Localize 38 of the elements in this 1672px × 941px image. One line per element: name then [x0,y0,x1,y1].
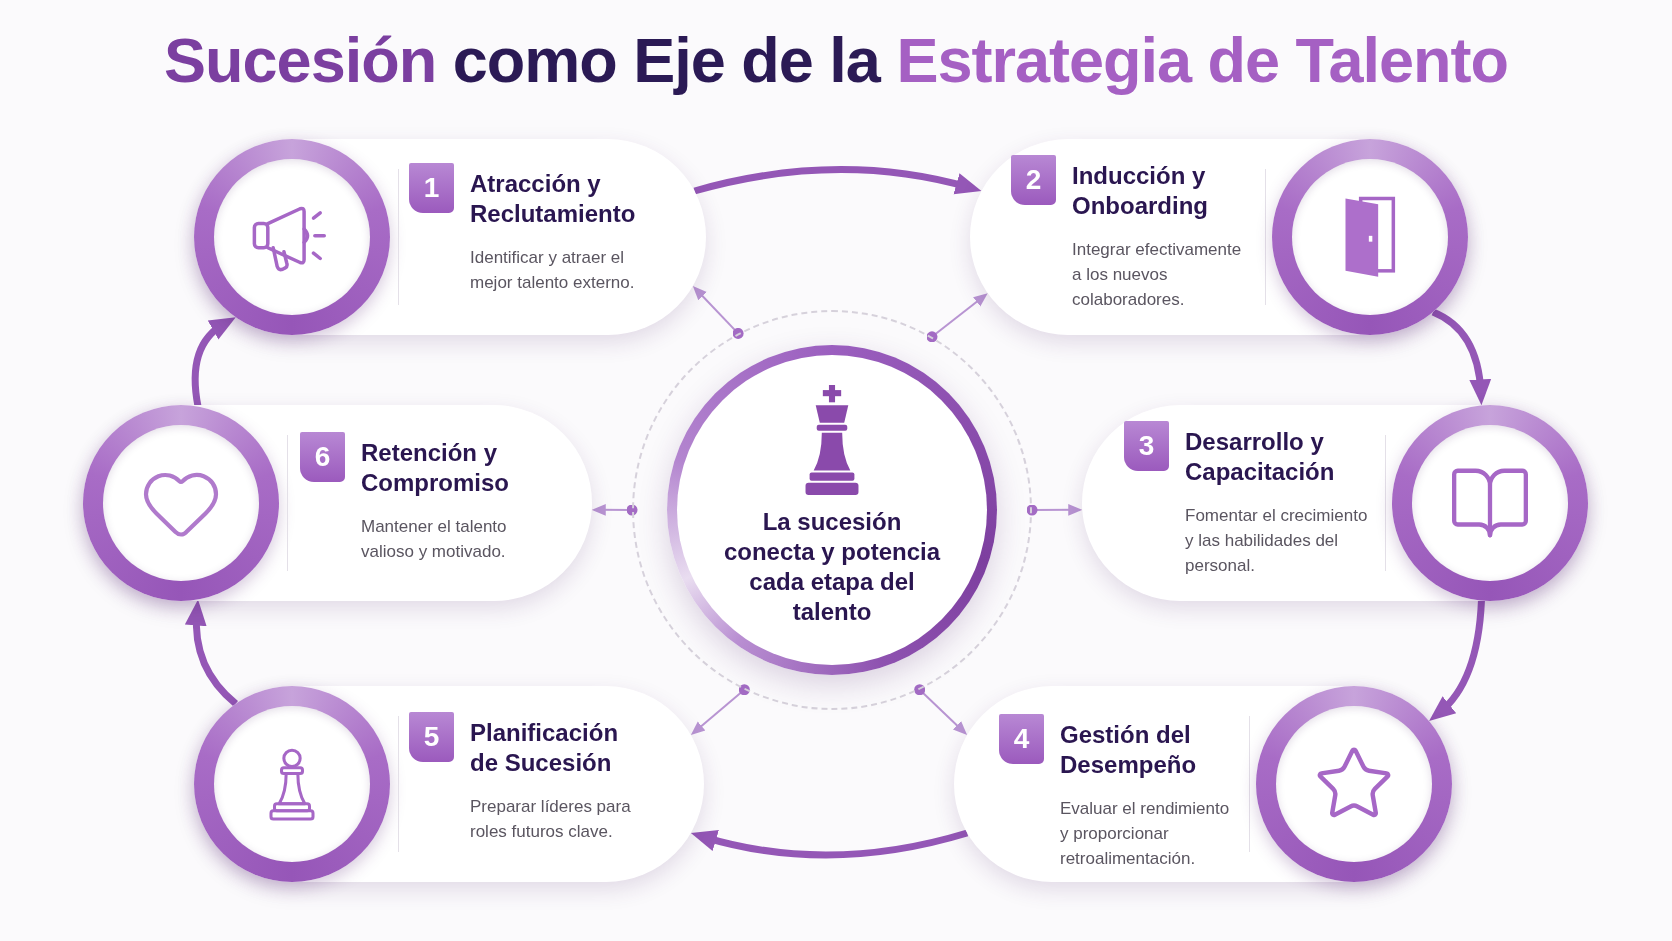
step-card [194,686,704,882]
arrow [690,829,969,859]
hub-text: La sucesión conecta y potencia cada etapa del talento [722,507,942,627]
step-number: 6 [300,432,345,482]
step-description: Mantener el talento valioso y motivado. [361,516,508,563]
arrow [690,684,750,735]
step-number: 4 [999,714,1044,764]
step-title: Retención y Compromiso [361,438,510,498]
step-card [194,139,706,335]
step-number: 3 [1124,421,1169,471]
step-title: Planificación de Sucesión [470,718,620,778]
step-title: Desarrollo y Capacitación [1185,427,1336,487]
arrow [693,166,982,195]
step-card [83,405,592,601]
step-description: Evaluar el rendimiento y proporcionar retroalimentación. [1060,798,1231,870]
step-title: Gestión del Desempeño [1060,720,1198,780]
step-number: 2 [1011,155,1056,205]
arrow [591,504,638,516]
arrow [914,684,968,735]
page-title: Sucesión como Eje de la Estrategia de Talento [164,24,1508,97]
step-number: 5 [409,712,454,762]
arrow [1429,600,1485,722]
arrow [1026,504,1083,516]
step-card [954,686,1452,882]
arrow [1431,308,1491,406]
step-title: Atracción y Reclutamiento [470,169,637,229]
arrow [692,286,744,339]
arrow [926,293,988,343]
step-description: Identificar y atraer el mejor talento externo. [470,247,636,294]
step-description: Preparar líderes para roles futuros clave. [470,796,632,843]
step-card [970,139,1468,335]
arrow [191,316,236,408]
arrow [185,599,239,707]
step-title: Inducción y Onboarding [1072,161,1209,221]
step-number: 1 [409,163,454,213]
step-description: Integrar efectivamente a los nuevos colaboradores. [1072,239,1243,311]
step-description: Fomentar el crecimiento y las habilidades del personal. [1185,505,1369,577]
step-card [1082,405,1588,601]
